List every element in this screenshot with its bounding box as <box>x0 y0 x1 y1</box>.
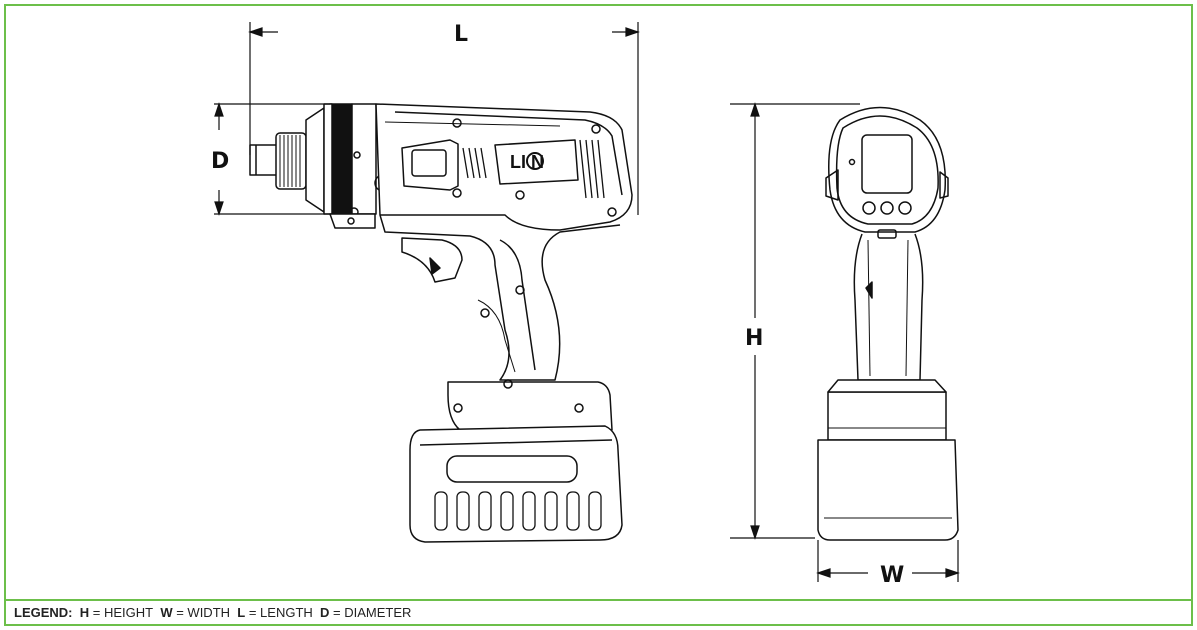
side-view-tool <box>249 103 633 543</box>
legend-bar: LEGEND: H = HEIGHT W = WIDTH L = LENGTH … <box>4 601 1193 626</box>
tool-dimension-diagram: LI N <box>211 22 960 588</box>
width-label: W <box>880 563 904 588</box>
legend-item-length: L = LENGTH <box>237 605 313 620</box>
dimension-lines <box>214 22 960 582</box>
front-view-tool <box>817 106 959 541</box>
diameter-label: D <box>211 149 229 174</box>
legend-item-diameter: D = DIAMETER <box>320 605 412 620</box>
diagram-frame <box>4 4 1193 601</box>
legend-title: LEGEND: <box>14 605 73 620</box>
length-label: L <box>454 22 468 47</box>
legend-item-height: H = HEIGHT <box>79 605 154 620</box>
lion-logo-mark <box>526 152 544 170</box>
height-label: H <box>745 326 763 351</box>
legend-item-width: W = WIDTH <box>160 605 231 620</box>
